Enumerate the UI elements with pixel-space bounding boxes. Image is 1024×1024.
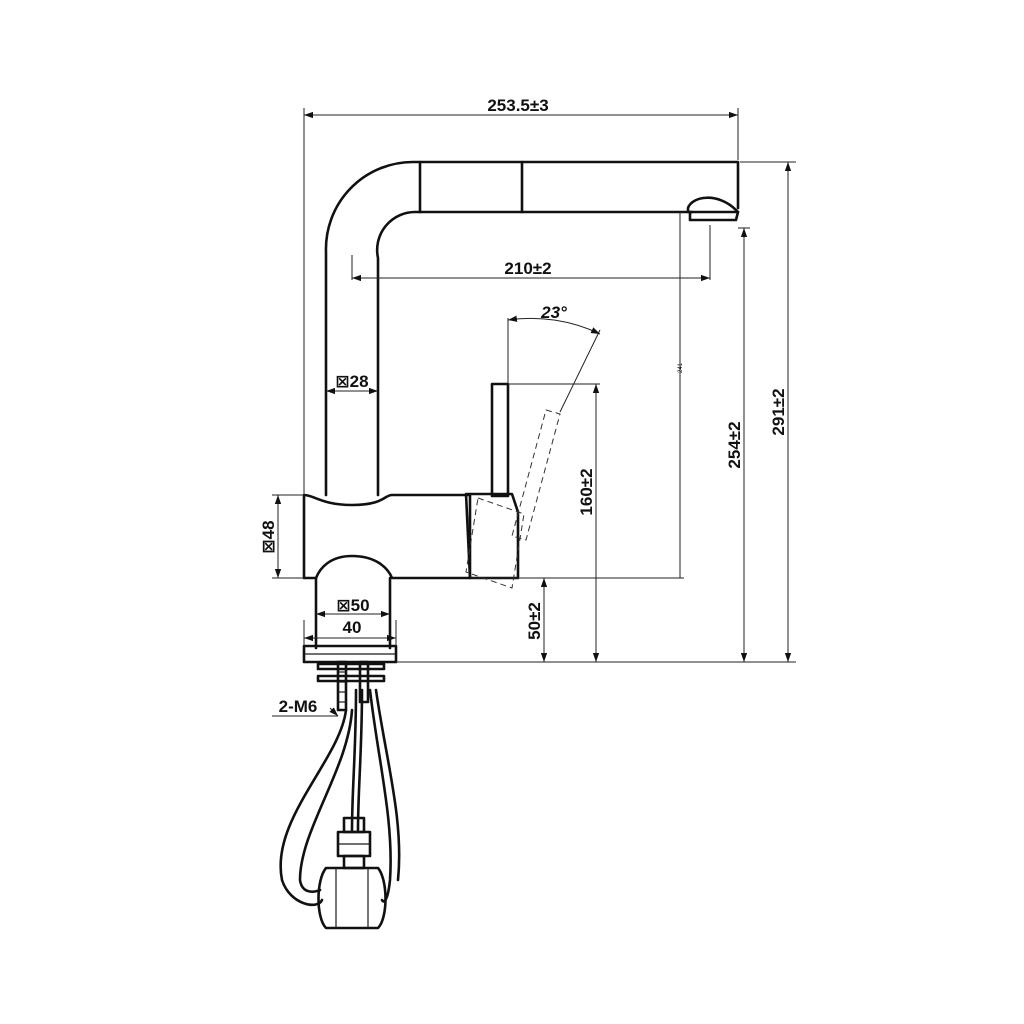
hose-assembly (279, 660, 401, 930)
label-threads: 2-M6 (279, 697, 318, 716)
label-spout-height: 254±2 (725, 421, 744, 468)
label-base-height: 50±2 (525, 602, 544, 640)
dimension-lines (272, 108, 796, 717)
faucet-outline (302, 160, 740, 664)
label-base-size: ⊠50 (336, 596, 369, 615)
label-total-height: 291±2 (769, 388, 788, 435)
label-tube-size: ⊠28 (335, 372, 368, 391)
label-lever-height: 160±2 (577, 468, 596, 515)
label-spout-reach: 210±2 (504, 259, 551, 278)
dimension-labels: 253.5±3 210±2 23° ⊠28 ⊠48 ⊠50 40 160±2 5… (259, 96, 788, 716)
label-base-width: 40 (343, 618, 362, 637)
label-total-width: 253.5±3 (487, 96, 548, 115)
label-body-size: ⊠48 (259, 520, 278, 553)
label-angle: 23° (540, 303, 567, 322)
label-small-mark: 241 (678, 362, 684, 373)
